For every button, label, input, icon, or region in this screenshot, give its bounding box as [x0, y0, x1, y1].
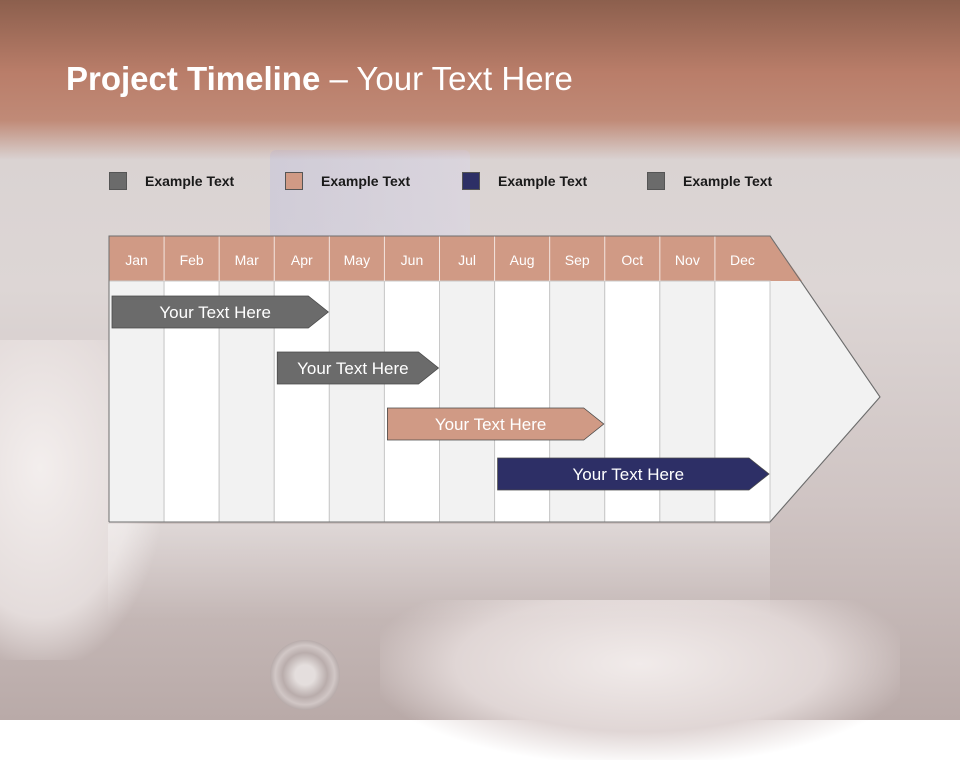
- legend-swatch-4: [647, 172, 665, 190]
- header-band: [109, 236, 802, 281]
- month-label-jul: Jul: [458, 252, 476, 268]
- title-bold: Project Timeline: [66, 60, 321, 97]
- month-label-aug: Aug: [510, 252, 535, 268]
- legend-label-3: Example Text: [498, 173, 588, 189]
- legend-item-1: Example Text: [109, 170, 234, 192]
- task-label-2: Your Text Here: [297, 359, 409, 378]
- task-label-3: Your Text Here: [435, 415, 547, 434]
- month-label-oct: Oct: [621, 252, 643, 268]
- month-label-feb: Feb: [180, 252, 204, 268]
- task-bar-4: [497, 457, 770, 491]
- task-bar-2: [276, 351, 440, 385]
- title-rest: – Your Text Here: [320, 60, 573, 97]
- task-bar-1: [111, 295, 329, 329]
- title-banner: [0, 0, 960, 160]
- month-label-dec: Dec: [730, 252, 755, 268]
- timeline-outline: [108, 235, 881, 523]
- month-label-jan: Jan: [125, 252, 148, 268]
- legend-swatch-2: [285, 172, 303, 190]
- page-title: Project Timeline – Your Text Here: [66, 60, 573, 98]
- month-column-jul: [439, 280, 496, 523]
- legend-swatch-1: [109, 172, 127, 190]
- background-window: [270, 150, 470, 240]
- task-label-4: Your Text Here: [573, 465, 685, 484]
- legend-item-3: Example Text: [462, 170, 587, 192]
- legend-label-4: Example Text: [683, 173, 773, 189]
- timeline-chart: Jan Feb Mar Apr May Jun Jul Aug Sep Oct Nov DecYour…: [108, 235, 881, 523]
- month-column-jun: [383, 280, 440, 523]
- legend-item-2: Example Text: [285, 170, 410, 192]
- timeline-reflection: [108, 524, 770, 620]
- legend-label-2: Example Text: [321, 173, 411, 189]
- legend-item-4: Example Text: [647, 170, 772, 192]
- month-label-mar: Mar: [235, 252, 259, 268]
- task-label-1: Your Text Here: [159, 303, 271, 322]
- month-column-may: [328, 280, 385, 523]
- background-knob: [270, 640, 340, 710]
- month-label-sep: Sep: [565, 252, 590, 268]
- legend-swatch-3: [462, 172, 480, 190]
- legend-label-1: Example Text: [145, 173, 235, 189]
- month-label-jun: Jun: [401, 252, 424, 268]
- month-label-nov: Nov: [675, 252, 700, 268]
- month-label-may: May: [344, 252, 370, 268]
- task-bar-3: [387, 407, 605, 441]
- month-label-apr: Apr: [291, 252, 313, 268]
